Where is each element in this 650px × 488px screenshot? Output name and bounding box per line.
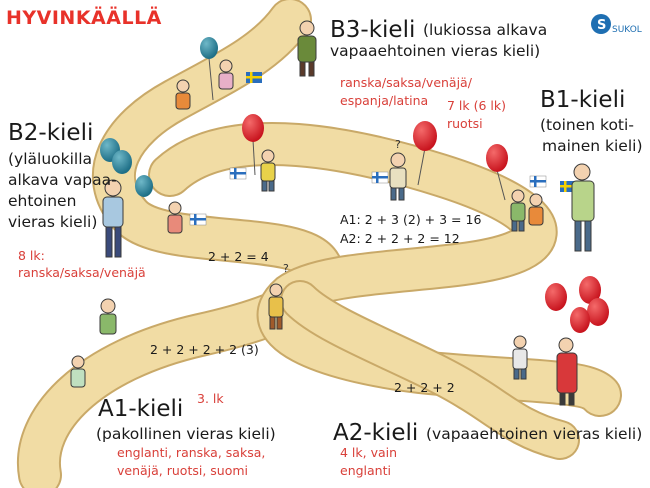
balloon-icon — [200, 37, 218, 59]
question-mark: ? — [395, 138, 401, 151]
a2-heading: A2-kieli — [333, 420, 419, 446]
b1-language: ruotsi — [447, 116, 483, 131]
balloon-icon — [242, 114, 264, 142]
b2-subtitle-line: vieras kieli) — [8, 213, 98, 231]
b3-languages-line2: espanja/latina — [340, 93, 429, 108]
balloons — [100, 37, 609, 333]
balloon-icon — [486, 144, 508, 172]
a2-subtitle: (vapaaehtoinen vieras kieli) — [426, 425, 643, 443]
b3-languages-line1: ranska/saksa/venäjä/ — [340, 75, 472, 90]
swedish-flag-icon — [560, 181, 576, 192]
b2-languages: ranska/saksa/venäjä — [18, 265, 146, 280]
b3-subtitle-line1: (lukiossa alkava — [423, 21, 548, 39]
sukol-logo-icon: S SUKOL — [591, 14, 642, 35]
person-figure — [102, 179, 124, 258]
flags — [189, 72, 576, 226]
b2-grade: 8 lk: — [18, 248, 45, 263]
winding-road — [16, 0, 622, 488]
b1-subtitle-line1: (toinen koti- — [540, 116, 634, 134]
a2-grade: 4 lk, vain — [340, 445, 398, 460]
person-figure — [510, 189, 526, 232]
b2-heading: B2-kieli — [8, 120, 94, 146]
person-figure — [571, 163, 595, 252]
b1-grade: 7 lk (6 lk) — [447, 98, 507, 113]
balloon-icon — [135, 175, 153, 197]
a2-language: englanti — [340, 463, 391, 478]
a1-languages-line2: venäjä, ruotsi, suomi — [117, 463, 249, 478]
balloon-icon — [545, 283, 567, 311]
b2-subtitle-line: ehtoinen — [8, 192, 77, 210]
logo-text: SUKOL — [612, 25, 642, 35]
a1-lower-hours-label: 2 + 2 + 2 + 2 (3) — [150, 342, 259, 357]
person-figure — [556, 337, 578, 406]
finnish-flag-icon — [529, 175, 547, 188]
swedish-flag-icon — [246, 72, 262, 83]
person-figure — [297, 20, 317, 77]
b2-subtitle-line: alkava vapaa- — [8, 171, 117, 189]
a1-grade: 3. lk — [197, 391, 224, 406]
person-figure — [512, 335, 528, 380]
a1-languages-line1: englanti, ranska, saksa, — [117, 445, 266, 460]
a2-lower-hours-label: 2 + 2 + 2 — [394, 380, 455, 395]
b2-subtitle-line: (yläluokilla — [8, 150, 93, 168]
finnish-flag-icon — [229, 167, 247, 180]
person-figure — [268, 283, 284, 330]
person-figure — [528, 193, 544, 226]
balloon-icon — [112, 150, 132, 174]
person-figure — [70, 355, 86, 388]
b3-heading: B3-kieli — [330, 17, 416, 43]
b3-subtitle-line2: vapaaehtoinen vieras kieli) — [330, 42, 541, 60]
people-figures — [70, 20, 595, 406]
person-figure — [99, 298, 117, 335]
a1-heading: A1-kieli — [98, 396, 184, 422]
finnish-flag-icon — [189, 213, 207, 226]
balloon-icon — [413, 121, 437, 151]
person-figure — [260, 149, 276, 192]
person-figure — [175, 79, 191, 110]
finnish-flag-icon — [371, 171, 389, 184]
page-title: HYVINKÄÄLLÄ — [6, 7, 162, 29]
balloon-icon — [587, 298, 609, 326]
b1-heading: B1-kieli — [540, 87, 626, 113]
a1-subtitle: (pakollinen vieras kieli) — [96, 425, 276, 443]
balloon-icon — [579, 276, 601, 304]
a2-hours-label: A2: 2 + 2 + 2 = 12 — [340, 231, 460, 246]
a1-hours-label: A1: 2 + 3 (2) + 3 = 16 — [340, 212, 482, 227]
b2-hours-label: 2 + 2 = 4 — [208, 249, 269, 264]
balloon-icon — [570, 307, 590, 333]
b1-subtitle-line2: mainen kieli) — [542, 137, 643, 155]
person-figure — [167, 201, 183, 234]
svg-text:S: S — [597, 18, 606, 33]
person-figure — [389, 152, 407, 201]
person-figure — [218, 59, 234, 90]
question-mark: ? — [283, 262, 289, 275]
